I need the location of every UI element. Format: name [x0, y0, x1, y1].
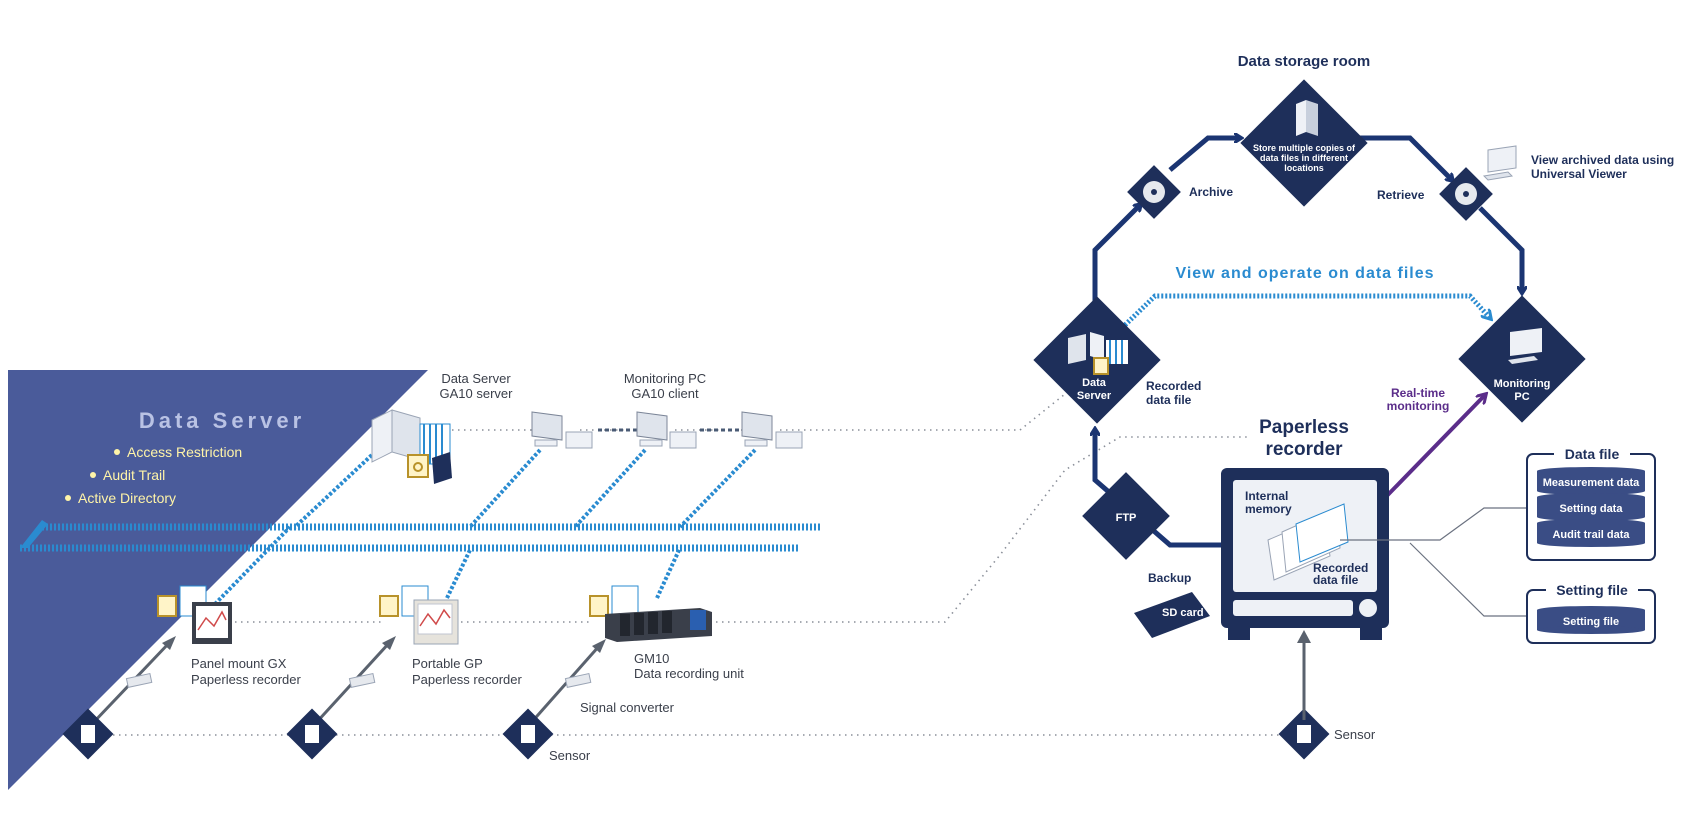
viewer-pc-icon	[1482, 145, 1517, 181]
paperless-recorder-title-line1: Paperless	[1259, 417, 1349, 438]
feature-active-directory: Active Directory	[78, 490, 176, 506]
signal-converter-label: Signal converter	[580, 700, 675, 715]
data-file-item: Setting data	[1537, 493, 1645, 521]
real-time-line1: Real-time	[1391, 386, 1445, 400]
data-server-node-line2: Server	[1077, 390, 1112, 402]
data-file-box: Data file Measurement data Setting data …	[1526, 444, 1656, 561]
signal-converter-icon	[125, 672, 592, 688]
monitoring-pc-icon-1	[531, 411, 593, 449]
recorded-file-stack-icon	[1267, 503, 1349, 581]
portable-gp-label-line1: Portable GP	[412, 656, 483, 671]
data-file-audit: Audit trail data	[1552, 529, 1630, 541]
recorded-file-inside-line2: data file	[1313, 573, 1359, 587]
feature-access-restriction: Access Restriction	[127, 444, 242, 460]
ftp-label: FTP	[1116, 512, 1137, 524]
data-file-measurement: Measurement data	[1543, 477, 1640, 489]
view-operate-caption: View and operate on data files	[1175, 265, 1434, 282]
storage-text-line2: data files in different	[1260, 153, 1348, 163]
sensor-label-right: Sensor	[1334, 727, 1376, 742]
panel-gx-recorder-icon	[157, 585, 232, 644]
portable-gp-label-line2: Paperless recorder	[412, 672, 522, 687]
data-storage-room-title: Data storage room	[1238, 53, 1371, 70]
feature-list: Access Restriction Audit Trail Active Di…	[65, 444, 242, 506]
retrieve-label: Retrieve	[1377, 188, 1425, 202]
data-server-node-icon	[1068, 332, 1128, 375]
monitoring-pc-label-line1: Monitoring PC	[624, 371, 706, 386]
gm10-label-line1: GM10	[634, 651, 669, 666]
internal-memory-line2: memory	[1245, 502, 1292, 516]
data-server-panel-title: Data Server	[139, 408, 305, 433]
feature-audit-trail: Audit Trail	[103, 467, 165, 483]
gm10-label-line2: Data recording unit	[634, 666, 744, 681]
storage-text-line1: Store multiple copies of	[1253, 143, 1356, 153]
recorded-data-file-line2: data file	[1146, 393, 1192, 407]
backup-label: Backup	[1148, 571, 1191, 585]
panel-gx-label-line2: Paperless recorder	[191, 672, 301, 687]
data-file-item: Measurement data	[1537, 467, 1645, 495]
ga10-server-icon	[371, 409, 452, 484]
setting-file-title: Setting file	[1556, 582, 1628, 598]
data-server-node-line1: Data	[1082, 377, 1107, 389]
ftp-node	[1082, 472, 1170, 560]
monitoring-pc-node-line1: Monitoring	[1494, 378, 1551, 390]
view-archived-line1: View archived data using	[1531, 153, 1674, 167]
internal-memory-line1: Internal	[1245, 489, 1288, 503]
monitoring-pc-icon-2	[636, 411, 697, 449]
monitoring-pc-node-line2: PC	[1514, 391, 1529, 403]
setting-file-box: Setting file Setting file	[1526, 580, 1656, 644]
paperless-recorder-title-line2: recorder	[1265, 439, 1343, 460]
panel-gx-label-line1: Panel mount GX	[191, 656, 287, 671]
sensor-label-left: Sensor	[549, 748, 591, 763]
monitoring-pc-icon-3	[741, 411, 803, 449]
archive-label: Archive	[1189, 185, 1233, 199]
data-server-label-line1: Data Server	[441, 371, 511, 386]
real-time-line2: monitoring	[1387, 399, 1450, 413]
gm10-unit-icon	[589, 585, 712, 642]
storage-server-icon	[1296, 100, 1318, 136]
sd-card-label: SD card	[1162, 607, 1204, 619]
data-file-title: Data file	[1565, 446, 1620, 462]
portable-gp-recorder-icon	[379, 585, 459, 645]
sd-card-icon	[1134, 592, 1210, 638]
real-time-arrow	[1376, 395, 1485, 507]
monitoring-pc-label-line2: GA10 client	[631, 386, 699, 401]
recorded-file-inside-line1: Recorded	[1313, 561, 1368, 575]
data-file-item: Audit trail data	[1537, 519, 1645, 547]
data-server-label-line2: GA10 server	[440, 386, 514, 401]
sensor-icon	[62, 708, 1330, 760]
data-server-panel	[8, 370, 428, 790]
storage-text-line3: locations	[1284, 163, 1324, 173]
monitoring-pc-node-icon	[1508, 328, 1542, 364]
view-archived-line2: Universal Viewer	[1531, 167, 1627, 181]
recorded-data-file-line1: Recorded	[1146, 379, 1201, 393]
data-file-setting: Setting data	[1560, 503, 1624, 515]
setting-file-item: Setting file	[1563, 616, 1619, 628]
view-operate-arrow	[1123, 293, 1490, 327]
